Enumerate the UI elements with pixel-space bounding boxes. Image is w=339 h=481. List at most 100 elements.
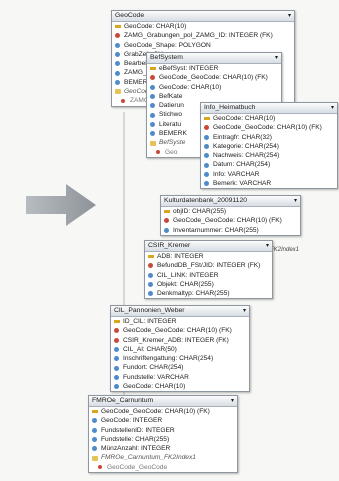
key-icon xyxy=(114,320,120,323)
attribute-label: Fundstelle: CHAR(255) xyxy=(101,435,170,443)
entity-header[interactable]: CIL_Pannonien_Weber▾ xyxy=(111,306,249,317)
entity-title: Info_Heimatbuch xyxy=(204,104,256,111)
key-icon xyxy=(164,210,170,213)
attribute-row[interactable]: Inventarnummer: CHAR(255) xyxy=(161,226,300,235)
attribute-label: ZAMG_ID: IN xyxy=(124,69,164,77)
attribute-row[interactable]: GeoCode: INTEGER xyxy=(89,416,237,425)
attribute-row[interactable]: Bemerk: VARCHAR xyxy=(201,179,337,188)
column-icon xyxy=(150,103,155,109)
foreign-key-icon xyxy=(114,337,119,343)
attribute-row[interactable]: GeoCode_GeoCode: CHAR(10) (FK) xyxy=(111,326,249,335)
attribute-row[interactable]: Fundstelle: CHAR(255) xyxy=(89,435,237,444)
attribute-row[interactable]: GeoCode_GeoCode: CHAR(10) (FK) xyxy=(201,123,337,132)
column-icon xyxy=(148,282,153,288)
attribute-row[interactable]: Fundort: CHAR(254) xyxy=(111,363,249,372)
attribute-label: GrabZeit: CH xyxy=(124,50,163,58)
entity-header[interactable]: FMROe_Carnuntum▾ xyxy=(89,396,237,407)
attribute-row[interactable]: ZAMG_G xyxy=(112,96,294,105)
entity-header[interactable]: Info_Heimatbuch ▾ xyxy=(201,103,337,114)
attribute-row[interactable]: ID_CIL: INTEGER xyxy=(111,317,249,326)
attribute-row[interactable]: GeoCode_GeoCode: CHAR(10) (FK) xyxy=(147,73,281,82)
key-icon xyxy=(92,410,98,413)
attribute-row[interactable]: GeoCode: CHAR(10) xyxy=(201,114,337,123)
collapse-arrow-icon[interactable]: ▾ xyxy=(230,398,234,404)
collapse-arrow-icon[interactable]: ▾ xyxy=(287,13,291,19)
column-icon xyxy=(150,121,155,127)
entity-kulturdatenbank[interactable]: Kulturdatenbank_20091120▾objID: CHAR(255… xyxy=(160,195,301,236)
attribute-label: GeoCode_GeoCode: CHAR(10) (FK) xyxy=(173,217,282,225)
attribute-row[interactable]: Fundstelle: VARCHAR xyxy=(111,373,249,382)
entity-header[interactable]: BefSystem▾ xyxy=(147,53,281,64)
attribute-row[interactable]: ZAMG_Grabungen_pol_ZAMG_ID: INTEGER (FK) xyxy=(112,31,294,40)
column-icon xyxy=(204,171,209,177)
foreign-key-icon xyxy=(204,125,209,131)
attribute-row[interactable]: MünzAnzahl: INTEGER xyxy=(89,444,237,453)
attribute-row[interactable]: CSIR_Kremer_ADB: INTEGER (FK) xyxy=(111,336,249,345)
attribute-row[interactable]: BEMERK xyxy=(147,129,281,138)
column-icon xyxy=(150,131,155,137)
entity-fmroe[interactable]: FMROe_Carnuntum▾GeoCode_GeoCode: CHAR(10… xyxy=(88,395,238,474)
entity-header[interactable]: Kulturdatenbank_20091120▾ xyxy=(161,196,300,207)
attribute-label: GeoCode_GeoCode: CHAR(10) (FK) xyxy=(123,327,232,335)
attribute-row[interactable]: GeoCode_F xyxy=(112,87,294,96)
attribute-row[interactable]: Stichwo xyxy=(147,110,281,119)
attribute-row[interactable]: Nachweis: CHAR(254) xyxy=(201,151,337,160)
collapse-arrow-icon[interactable]: ▾ xyxy=(242,308,246,314)
attribute-row[interactable]: CIL_LINK: INTEGER xyxy=(145,271,272,280)
attribute-row[interactable]: Inschriftengattung: CHAR(254) xyxy=(111,354,249,363)
entity-title: GeoCode xyxy=(115,12,145,19)
attribute-row[interactable]: FundstellenID: INTEGER xyxy=(89,426,237,435)
attribute-row[interactable]: ADB: INTEGER xyxy=(145,252,272,261)
entity-csir[interactable]: CSIR_Kremer▾ADB: INTEGER BefundDB_FSt/JID… xyxy=(144,240,273,300)
attribute-label: FundstellenID: INTEGER xyxy=(101,426,175,434)
attribute-label: GeoCode_GeoCode xyxy=(107,463,168,471)
attribute-row[interactable]: GrabZeit: CH xyxy=(112,50,294,59)
collapse-arrow-icon[interactable]: ▾ xyxy=(274,55,278,61)
attribute-row[interactable]: GeoCode: CHAR(10) xyxy=(112,22,294,31)
attribute-row[interactable]: Literatu xyxy=(147,120,281,129)
attribute-row[interactable]: Info: VARCHAR xyxy=(201,170,337,179)
entity-header[interactable]: GeoCode ▾ xyxy=(112,11,294,22)
attribute-row[interactable]: FMROe_Carnuntum_FK2Index1 xyxy=(89,453,237,462)
attribute-row[interactable]: Datum: CHAR(254) xyxy=(201,160,337,169)
attribute-row[interactable]: Kategorie: CHAR(254) xyxy=(201,142,337,151)
attribute-row[interactable]: GeoCode_GeoCode: CHAR(10) (FK) xyxy=(89,407,237,416)
attribute-label: GeoCode: CHAR(10) xyxy=(124,23,187,30)
collapse-arrow-icon[interactable]: ▾ xyxy=(293,198,297,204)
attribute-row[interactable]: objID: CHAR(255) xyxy=(161,207,300,216)
attribute-row[interactable]: Objekt: CHAR(255) xyxy=(145,280,272,289)
attribute-row[interactable]: CIL_Al: CHAR(50) xyxy=(111,345,249,354)
attribute-row[interactable]: Geo xyxy=(147,148,281,157)
attribute-row[interactable]: GeoCode_GeoCode xyxy=(89,463,237,472)
attribute-label: GeoCode_Shape: POLYGON xyxy=(124,41,211,49)
attribute-row[interactable]: BefundDB_FSt/JID: INTEGER (FK) xyxy=(145,261,272,270)
attribute-row[interactable]: eBefSyst: INTEGER xyxy=(147,64,281,73)
attribute-label: GeoCode: CHAR(10) xyxy=(159,83,222,91)
attribute-row[interactable]: Denkmaltyp: CHAR(255) xyxy=(145,289,272,298)
attribute-label: CSIR_Kremer_ADB: INTEGER (FK) xyxy=(123,336,229,344)
attribute-row[interactable]: GeoCode_GeoCode: CHAR(10) (FK) xyxy=(161,216,300,225)
attribute-row[interactable]: Datierun xyxy=(147,101,281,110)
collapse-arrow-icon[interactable]: ▾ xyxy=(330,105,334,111)
collapse-arrow-icon[interactable]: ▾ xyxy=(265,243,269,249)
attribute-row[interactable]: ZAMG_ID: IN xyxy=(112,68,294,77)
attribute-row[interactable]: GeoCode: CHAR(10) xyxy=(111,382,249,391)
attribute-label: Kategorie: CHAR(254) xyxy=(213,142,279,150)
attribute-label: Fundort: CHAR(254) xyxy=(123,364,184,372)
attribute-label: Denkmaltyp: CHAR(255) xyxy=(157,290,230,298)
attribute-label: BefundDB_FSt/JID: INTEGER (FK) xyxy=(157,262,261,270)
attribute-row[interactable]: BEMERK: VA xyxy=(112,78,294,87)
attribute-row[interactable]: GeoCode: CHAR(10) xyxy=(147,83,281,92)
entity-header[interactable]: CSIR_Kremer▾ xyxy=(145,241,272,252)
attribute-label: Datierun xyxy=(159,102,184,110)
column-icon xyxy=(115,79,120,85)
entity-heimatbuch[interactable]: Info_Heimatbuch ▾ GeoCode: CHAR(10)GeoCode… xyxy=(200,102,338,190)
attribute-row[interactable]: Eintragfr: CHAR(32) xyxy=(201,133,337,142)
attribute-row[interactable]: BefSyste xyxy=(147,138,281,147)
entity-cil[interactable]: CIL_Pannonien_Weber▾ID_CIL: INTEGER GeoCo… xyxy=(110,305,250,393)
attribute-label: ID_CIL: INTEGER xyxy=(123,318,177,325)
attribute-row[interactable]: Bearbeiter: C xyxy=(112,59,294,68)
attribute-row[interactable]: BefKate xyxy=(147,92,281,101)
attribute-label: ADB: INTEGER xyxy=(157,253,204,260)
attribute-row[interactable]: GeoCode_Shape: POLYGON xyxy=(112,41,294,50)
